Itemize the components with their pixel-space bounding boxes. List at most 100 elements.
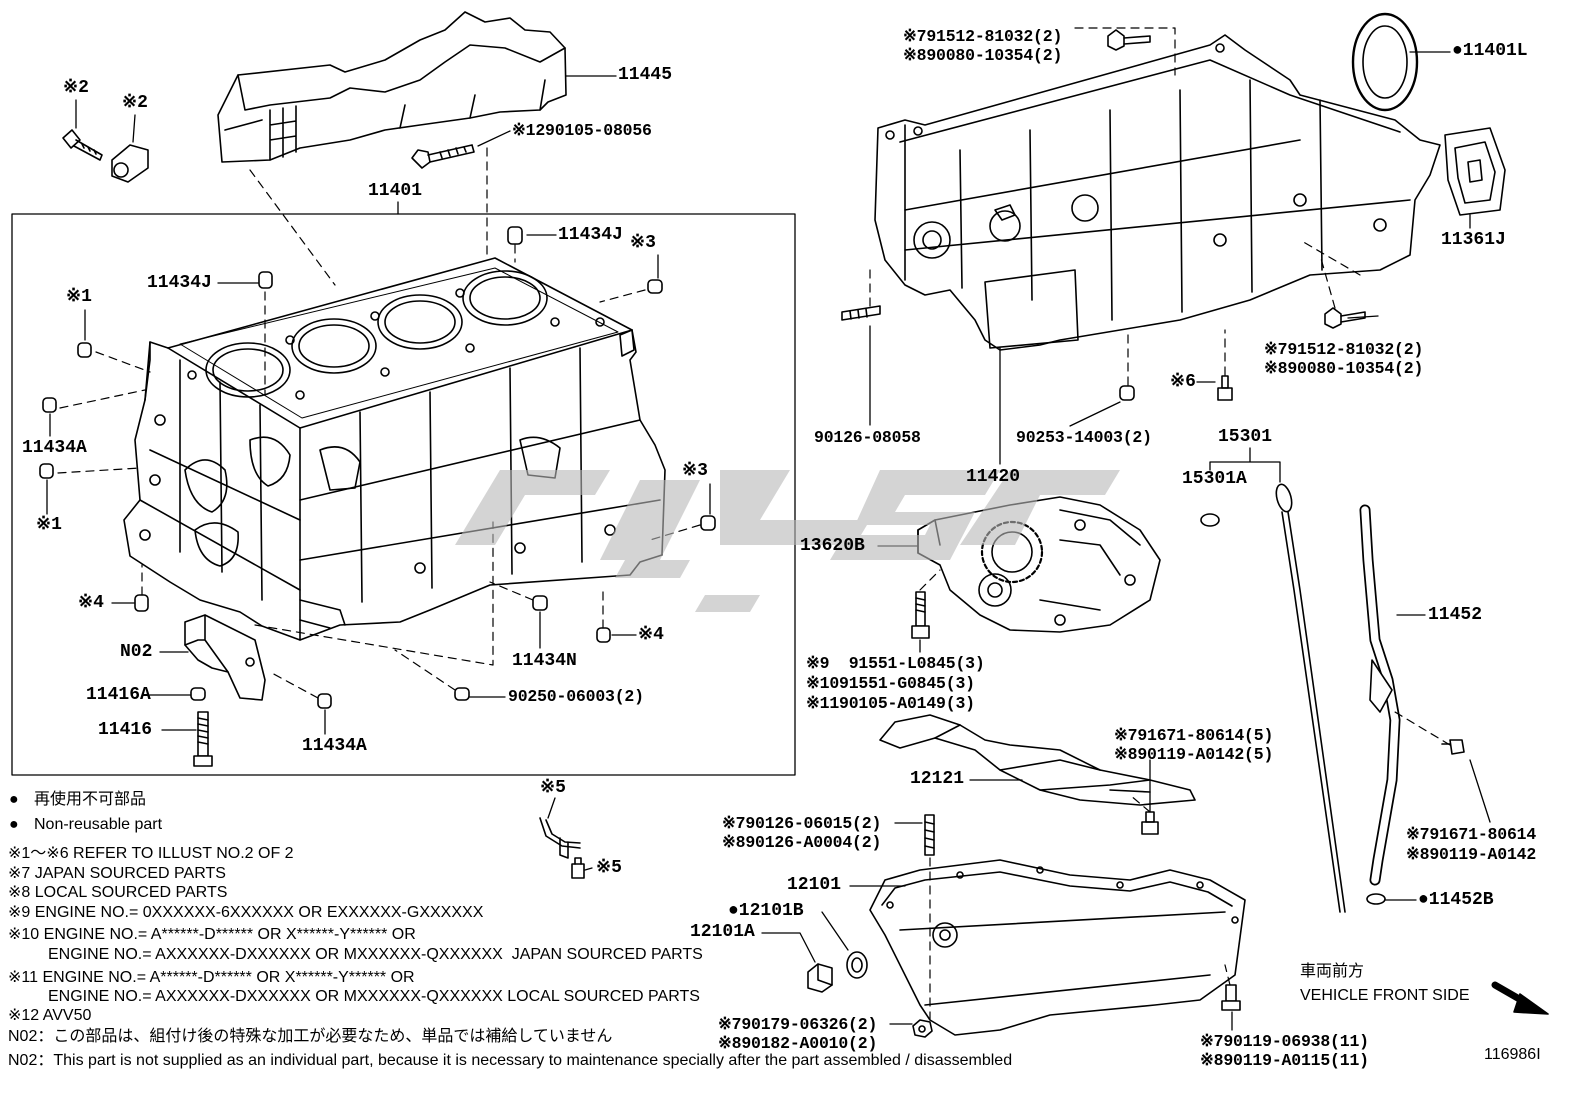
oil-pan <box>869 859 1246 1036</box>
callout-nut-jp: ※790179-06326(2) <box>718 1015 878 1034</box>
legend-note: ※1〜※6 REFER TO ILLUST NO.2 OF 2 <box>8 845 294 862</box>
callout-guide-bolt-jp: ※791671-80614 <box>1406 825 1537 844</box>
callout-bolt-11416: 11416 <box>98 720 153 740</box>
legend-note: ※7 JAPAN SOURCED PARTS <box>8 865 226 882</box>
callout-note-2-bolt: ※2 <box>63 78 89 98</box>
callout-bearing-cap: N02 <box>120 642 153 662</box>
dowel-pin <box>190 687 206 701</box>
callout-stud-local: ※890126-A0004(2) <box>722 833 882 852</box>
legend-note: ※10 ENGINE NO.= A******-D****** OR X****… <box>8 926 416 943</box>
callout-oil-pan: 12101 <box>787 875 842 895</box>
bolt-note-5 <box>571 857 585 879</box>
crankcase-bolt-right <box>1324 307 1366 329</box>
callout-pump-bolt-10: ※1091551-G0845(3) <box>806 674 975 693</box>
callout-drain-gasket: ●12101B <box>728 901 804 921</box>
legend-note: ※9 ENGINE NO.= 0XXXXXX-6XXXXXX OR EXXXXX… <box>8 904 484 921</box>
watermark-logo <box>455 470 1120 612</box>
callout-dipstick: 15301 <box>1218 427 1273 447</box>
dowel-pin <box>134 594 149 612</box>
o-ring-15301a <box>1200 513 1220 527</box>
dowel-pin <box>454 687 470 701</box>
callout-pan-bolt-local: ※890119-A0115(11) <box>1200 1051 1369 1070</box>
dowel-pin <box>39 463 54 479</box>
nut-note-2 <box>111 144 149 183</box>
oil-seal <box>1351 12 1419 112</box>
dowel-pin <box>596 627 611 643</box>
callout-oil-seal: ●11401L <box>1452 41 1528 61</box>
cylinder-block <box>123 257 666 641</box>
callout-baffle-bolt-local: ※890119-A0142(5) <box>1114 745 1274 764</box>
oil-level-gauge <box>1275 483 1346 913</box>
stud-bolt <box>841 305 881 321</box>
callout-crankcase-bolt-jp-top: ※791512-81032(2) <box>903 27 1063 46</box>
legend-note: ※11 ENGINE NO.= A******-D****** OR X****… <box>8 969 415 986</box>
callout-pump-bolt-11: ※1190105-A0149(3) <box>806 694 975 713</box>
callout-note-4-right: ※4 <box>638 625 664 645</box>
oil-level-gauge-guide <box>1359 504 1401 886</box>
callout-pin-90250: 90250-06003(2) <box>508 687 644 706</box>
alignment-lines <box>57 27 1451 1021</box>
legend-non-reusable-jp: 再使用不可部品 <box>34 791 147 808</box>
callout-nut-local: ※890182-A0010(2) <box>718 1034 878 1053</box>
oil-pan-stud <box>924 814 935 856</box>
callout-bolt-12: ※1290105-08056 <box>512 121 652 140</box>
callout-oil-pump: 13620B <box>800 536 865 556</box>
dowel-pin <box>647 279 663 294</box>
legend-note: N02：This part is not supplied as an indi… <box>8 1052 1013 1069</box>
callout-note-3-top: ※3 <box>630 233 656 253</box>
guide-bolt <box>1441 739 1465 755</box>
callout-pin-90253: 90253-14003(2) <box>1016 428 1152 447</box>
callout-pump-bolt-9: ※9 91551-L0845(3) <box>806 654 985 673</box>
callout-guide-bolt-local: ※890119-A0142 <box>1406 845 1537 864</box>
guide-o-ring <box>1366 893 1386 905</box>
legend-note: ※8 LOCAL SOURCED PARTS <box>8 884 228 901</box>
legend-note: ENGINE NO.= AXXXXXX-DXXXXXX OR MXXXXXX-Q… <box>48 946 703 963</box>
oil-pan-bolt <box>1221 984 1241 1011</box>
callout-baffle-plate: 12121 <box>910 769 965 789</box>
callout-note-2-nut: ※2 <box>122 93 148 113</box>
callout-crankcase-bolt-local-top: ※890080-10354(2) <box>903 46 1063 65</box>
bearing-cap-bolt <box>193 711 213 767</box>
callout-dipstick-guide: 11452 <box>1428 605 1483 625</box>
cylinder-bores <box>205 270 548 398</box>
callout-pin-11434j-top: 11434J <box>558 225 623 245</box>
drain-plug-gasket <box>846 951 868 979</box>
oil-pan-baffle-plate <box>879 714 1196 806</box>
timing-cover-insulator <box>217 11 567 163</box>
callout-drain-plug: 12101A <box>690 922 755 942</box>
crankcase-pin-90253 <box>1119 385 1135 401</box>
callout-note-1-top: ※1 <box>66 287 92 307</box>
non-reusable-marker-icon: ● <box>9 816 19 833</box>
oil-pan-nut <box>912 1019 933 1038</box>
bolt-note-6 <box>1217 375 1233 401</box>
callout-pin-11434n: 11434N <box>512 651 577 671</box>
oil-pump-bolt <box>911 591 930 639</box>
callout-note-1-bottom: ※1 <box>36 515 62 535</box>
dowel-pin <box>317 693 332 709</box>
callout-note-3-right: ※3 <box>682 461 708 481</box>
callout-gasket-11361j: 11361J <box>1441 230 1506 250</box>
dowel-pin <box>42 397 57 413</box>
callout-pin-11434a-bottom: 11434A <box>302 736 367 756</box>
callout-pin-11434j-left: 11434J <box>147 273 212 293</box>
callout-washer-11416a: 11416A <box>86 685 151 705</box>
clip-note-5 <box>539 817 581 859</box>
baffle-plate-bolt <box>1141 811 1159 835</box>
dowel-pin <box>77 342 92 358</box>
callout-note-5-bolt: ※5 <box>596 858 622 878</box>
crankshaft-bearing-cap <box>184 614 266 701</box>
callout-crankcase-bolt-jp-right: ※791512-81032(2) <box>1264 340 1424 359</box>
callout-guide-o-ring: ●11452B <box>1418 890 1494 910</box>
callout-note-4-left: ※4 <box>78 593 104 613</box>
oil-pan-drain-plug <box>807 963 833 993</box>
callout-pan-bolt-jp: ※790119-06938(11) <box>1200 1032 1369 1051</box>
crankcase-bolt-top <box>1107 29 1151 51</box>
callout-crankcase-bolt-local-right: ※890080-10354(2) <box>1264 359 1424 378</box>
dowel-pin <box>258 271 273 289</box>
vehicle-front-arrow-icon <box>1491 981 1549 1015</box>
illustration-id: 116986I <box>1484 1046 1541 1063</box>
callout-stud-90126: 90126-08058 <box>814 428 921 447</box>
vehicle-front-side-jp: 車両前方 <box>1300 963 1365 980</box>
